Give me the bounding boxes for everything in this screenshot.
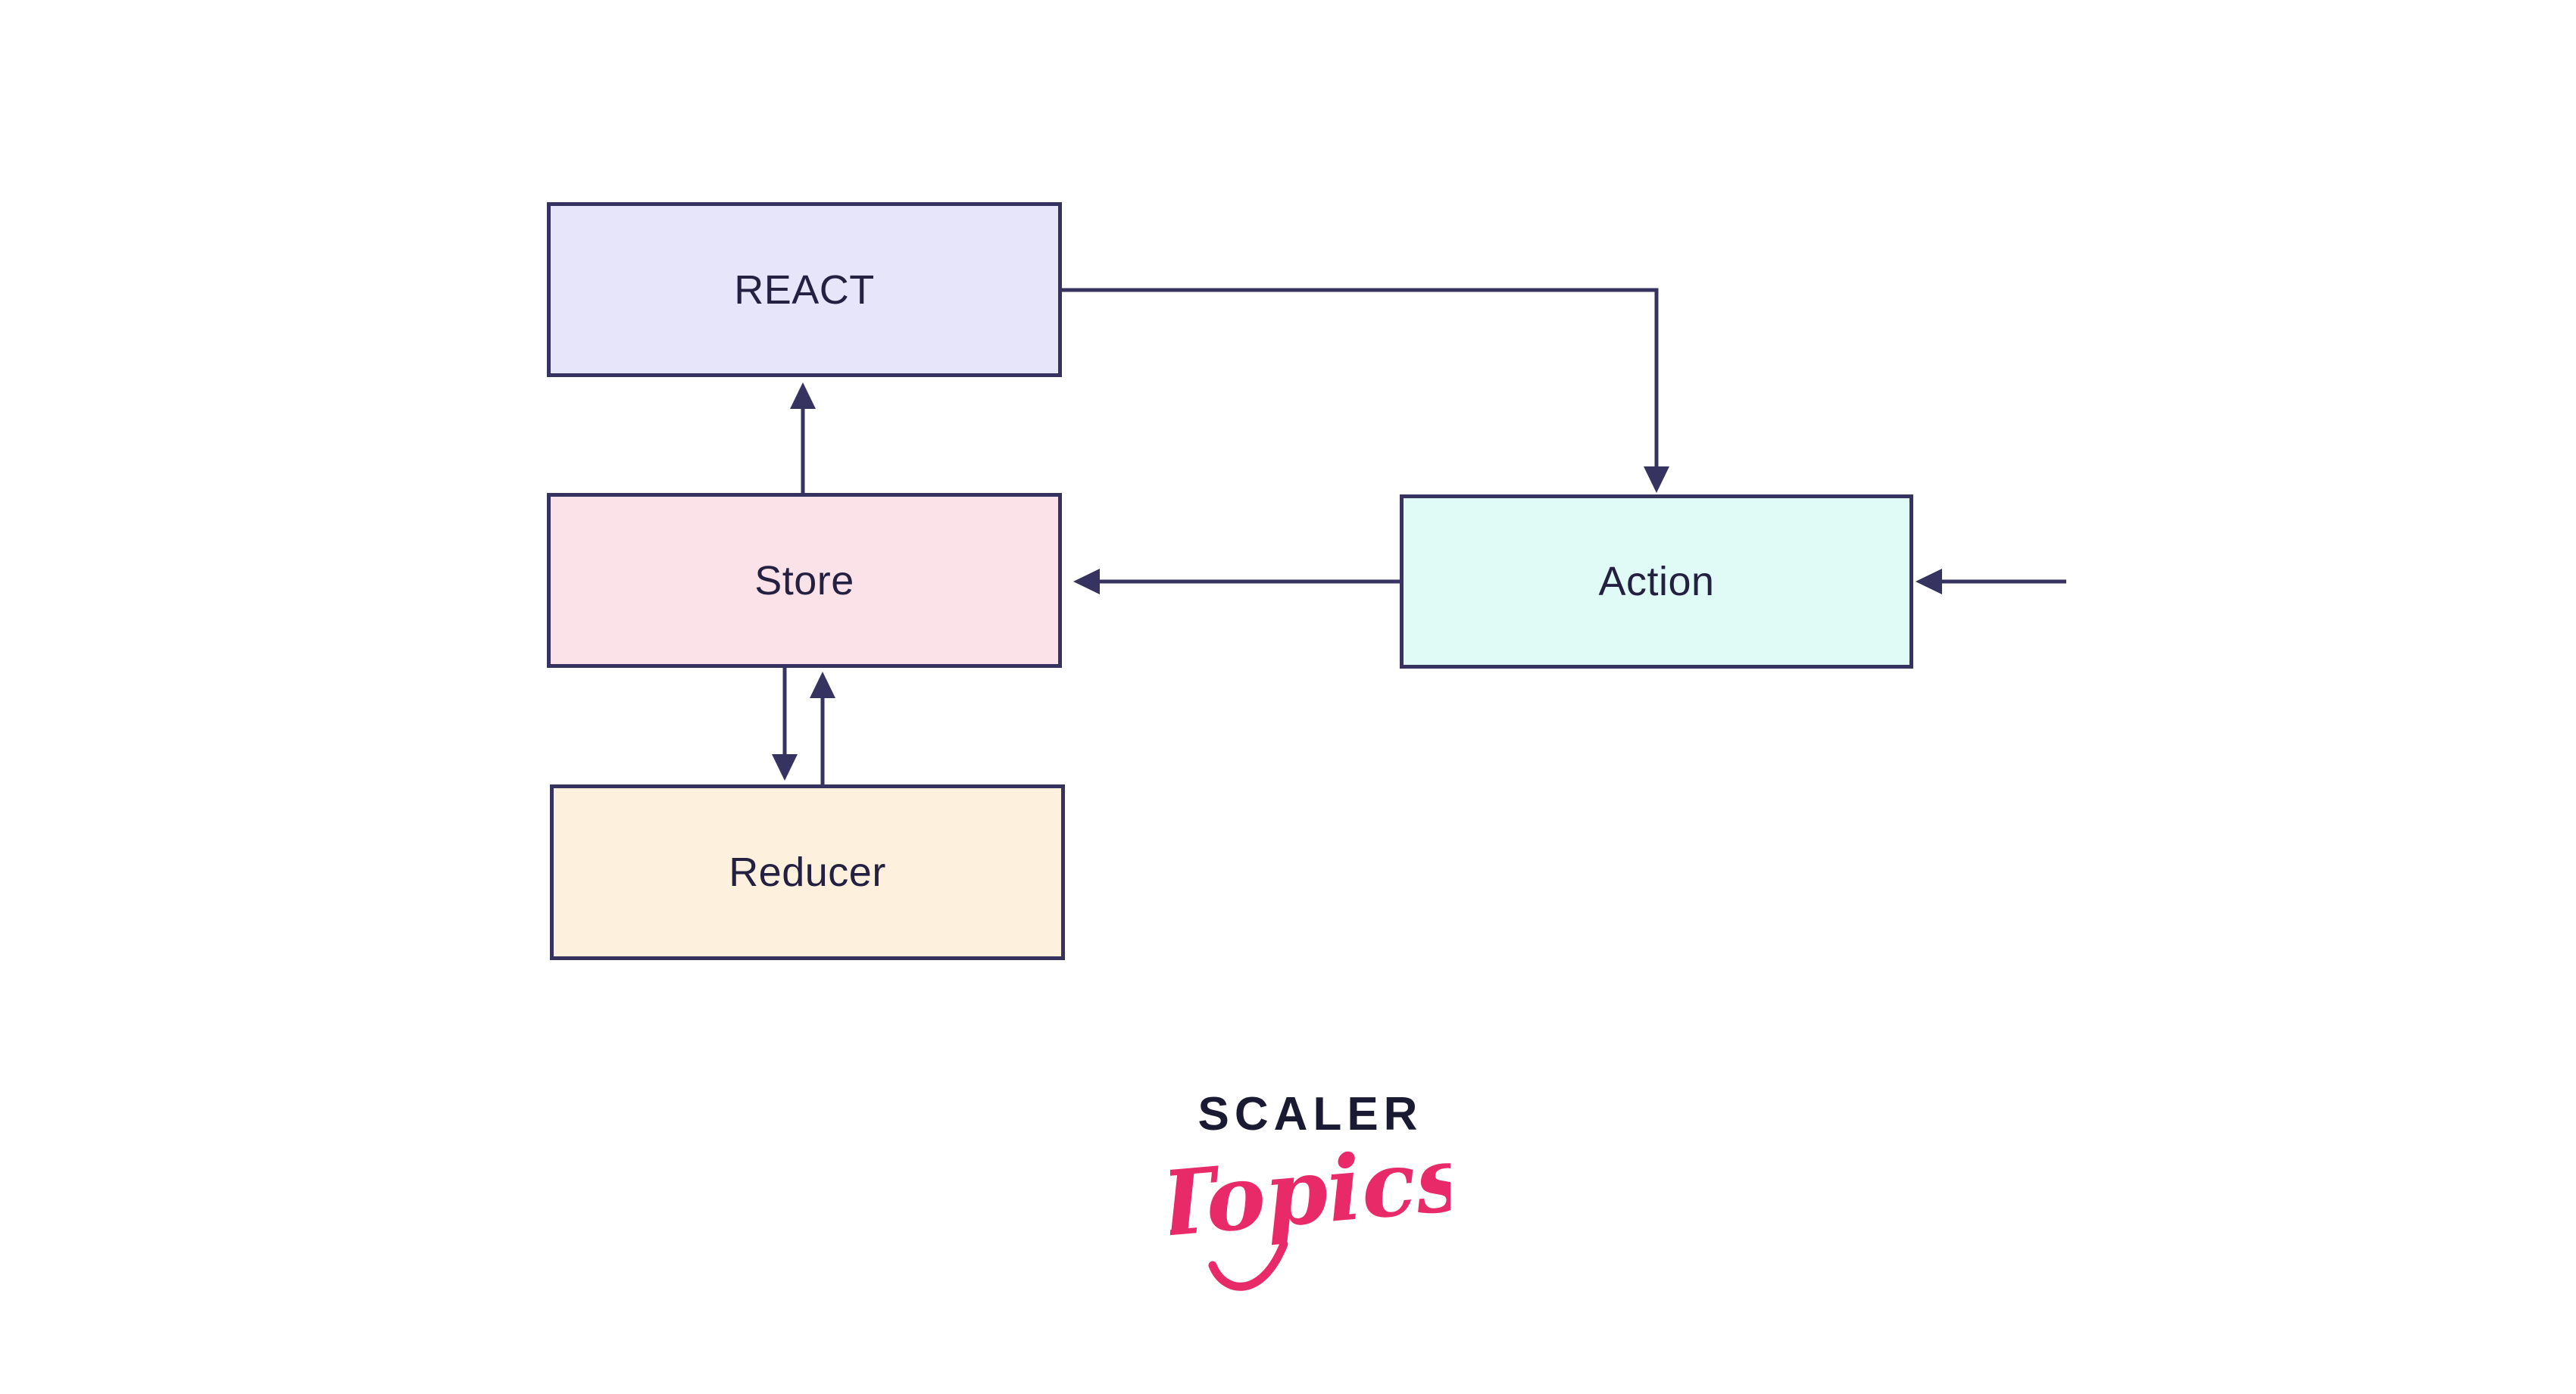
node-reducer: Reducer xyxy=(550,784,1065,960)
arrow-store-to-reducer xyxy=(772,668,798,781)
node-reducer-label: Reducer xyxy=(729,850,886,895)
arrow-react-to-action xyxy=(1062,288,1669,493)
logo-swash xyxy=(1208,1240,1288,1291)
node-react-label: REACT xyxy=(734,267,875,313)
node-store: Store xyxy=(547,493,1062,668)
node-store-label: Store xyxy=(754,557,854,603)
logo-brand-text: SCALER xyxy=(1197,1088,1423,1140)
arrow-reducer-to-store xyxy=(810,672,835,784)
node-action: Action xyxy=(1400,494,1913,669)
logo-product-text: Topics xyxy=(1170,1130,1450,1258)
logo-product-script: Topics xyxy=(1170,1130,1450,1291)
node-react: REACT xyxy=(547,202,1062,377)
node-action-label: Action xyxy=(1598,559,1715,604)
scaler-topics-logo: SCALER Topics xyxy=(1170,1087,1450,1327)
arrow-store-to-react xyxy=(790,382,816,493)
arrow-action-to-store xyxy=(1073,569,1400,594)
arrow-external-to-action xyxy=(1916,569,2066,594)
